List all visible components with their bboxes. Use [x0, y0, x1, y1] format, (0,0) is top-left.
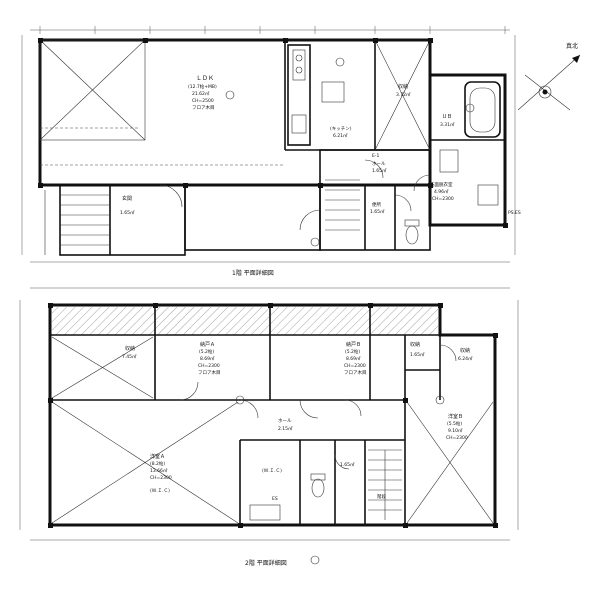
- floor1-labels: ＬＤＫ (12.7帖+MB) 21.62㎡ CH=2500 フロア木目 収納 3…: [120, 75, 521, 277]
- kitchen-note: 6.21㎡: [333, 132, 348, 139]
- ub-sqm: 3.31㎡: [440, 121, 455, 128]
- washroom-sqm: 4.96㎡: [434, 188, 449, 195]
- western-a-size: (8.2帖): [150, 460, 165, 467]
- f1-toilet-sqm: 1.65㎡: [370, 208, 385, 215]
- f2-storage3-sqm: 6.24㎡: [458, 355, 473, 362]
- washroom-ch: CH=2300: [432, 196, 454, 202]
- f2-storage2-name: 収納: [410, 341, 420, 348]
- closet-a-size: (5.2帖): [199, 348, 214, 355]
- f2-hall-name: ホール: [278, 418, 292, 424]
- f1-storage-name: 収納: [398, 83, 408, 90]
- closet-b-ch: CH=2300: [344, 363, 366, 369]
- ldk-ch: CH=2500: [192, 98, 214, 104]
- ldk-name: ＬＤＫ: [196, 75, 214, 82]
- f2-storage-name: 収納: [125, 345, 135, 352]
- floor2-labels: 収納 7.45㎡ 納戸Ａ (5.2帖) 8.69㎡ CH=2300 フロア木目 …: [122, 341, 473, 567]
- f2-hall-sqm: 2.15㎡: [278, 425, 293, 432]
- floor2-plan: [19, 287, 519, 565]
- ub-name: ＵＢ: [442, 114, 452, 120]
- western-a-name: 洋室Ａ: [150, 453, 165, 460]
- f2-storage-sqm: 7.45㎡: [122, 353, 137, 360]
- ldk-area: (12.7帖+MB): [188, 83, 217, 90]
- closet-a-name: 納戸Ａ: [200, 341, 215, 348]
- ldk-sqm: 21.62㎡: [192, 90, 210, 97]
- floor2-caption: 2階 平面詳細図: [245, 559, 287, 567]
- es-label: ES: [272, 496, 278, 502]
- f2-storage3-name: 収納: [460, 347, 470, 354]
- ps-es-label: PS.ES: [508, 210, 521, 216]
- f2-storage2-sqm: 1.65㎡: [410, 351, 425, 358]
- floor1-caption: 1階 平面詳細図: [232, 269, 274, 277]
- north-compass: 真北: [517, 42, 581, 111]
- stairs-label: 階段: [377, 493, 386, 500]
- floor1-plan: [21, 26, 516, 263]
- closet-b-name: 納戸Ｂ: [346, 341, 361, 348]
- western-b-name: 洋室Ｂ: [448, 413, 463, 420]
- western-a-sqm: 13.66㎡: [150, 467, 168, 474]
- closet-a-ch: CH=2300: [198, 363, 220, 369]
- closet-b-size: (5.2帖): [345, 348, 360, 355]
- closet-a-floor: フロア木目: [198, 369, 221, 376]
- western-a-ch: CH=2300: [150, 475, 172, 481]
- compass-label: 真北: [566, 42, 578, 50]
- washroom-name: 洗面脱衣室: [430, 181, 453, 188]
- western-b-size: (5.5帖): [447, 420, 462, 427]
- f1-toilet-name: 便所: [372, 201, 381, 208]
- closet-b-sqm: 8.69㎡: [346, 355, 361, 362]
- entrance-name: 玄関: [122, 195, 132, 202]
- f1-storage-sqm: 3.72㎡: [396, 91, 411, 98]
- entrance-sqm: 1.65㎡: [120, 209, 135, 216]
- kitchen-label: (キッチン): [330, 126, 352, 132]
- closet-a-sqm: 8.69㎡: [200, 355, 215, 362]
- wic-label: (Ｗ.Ｉ.Ｃ): [262, 468, 282, 474]
- f1-hall-name: ホール: [372, 161, 386, 167]
- closet-b-floor: フロア木目: [344, 369, 367, 376]
- western-a-note: (Ｗ.Ｉ.Ｃ): [150, 488, 170, 494]
- western-b-sqm: 9.10㎡: [448, 427, 463, 434]
- f1-mark-e: E-1: [372, 153, 379, 159]
- ldk-floor: フロア木目: [192, 104, 215, 111]
- f1-hall-sqm: 1.65㎡: [372, 167, 387, 174]
- western-b-ch: CH=2300: [446, 435, 468, 441]
- f2-toilet-sqm: 1.65㎡: [340, 461, 355, 468]
